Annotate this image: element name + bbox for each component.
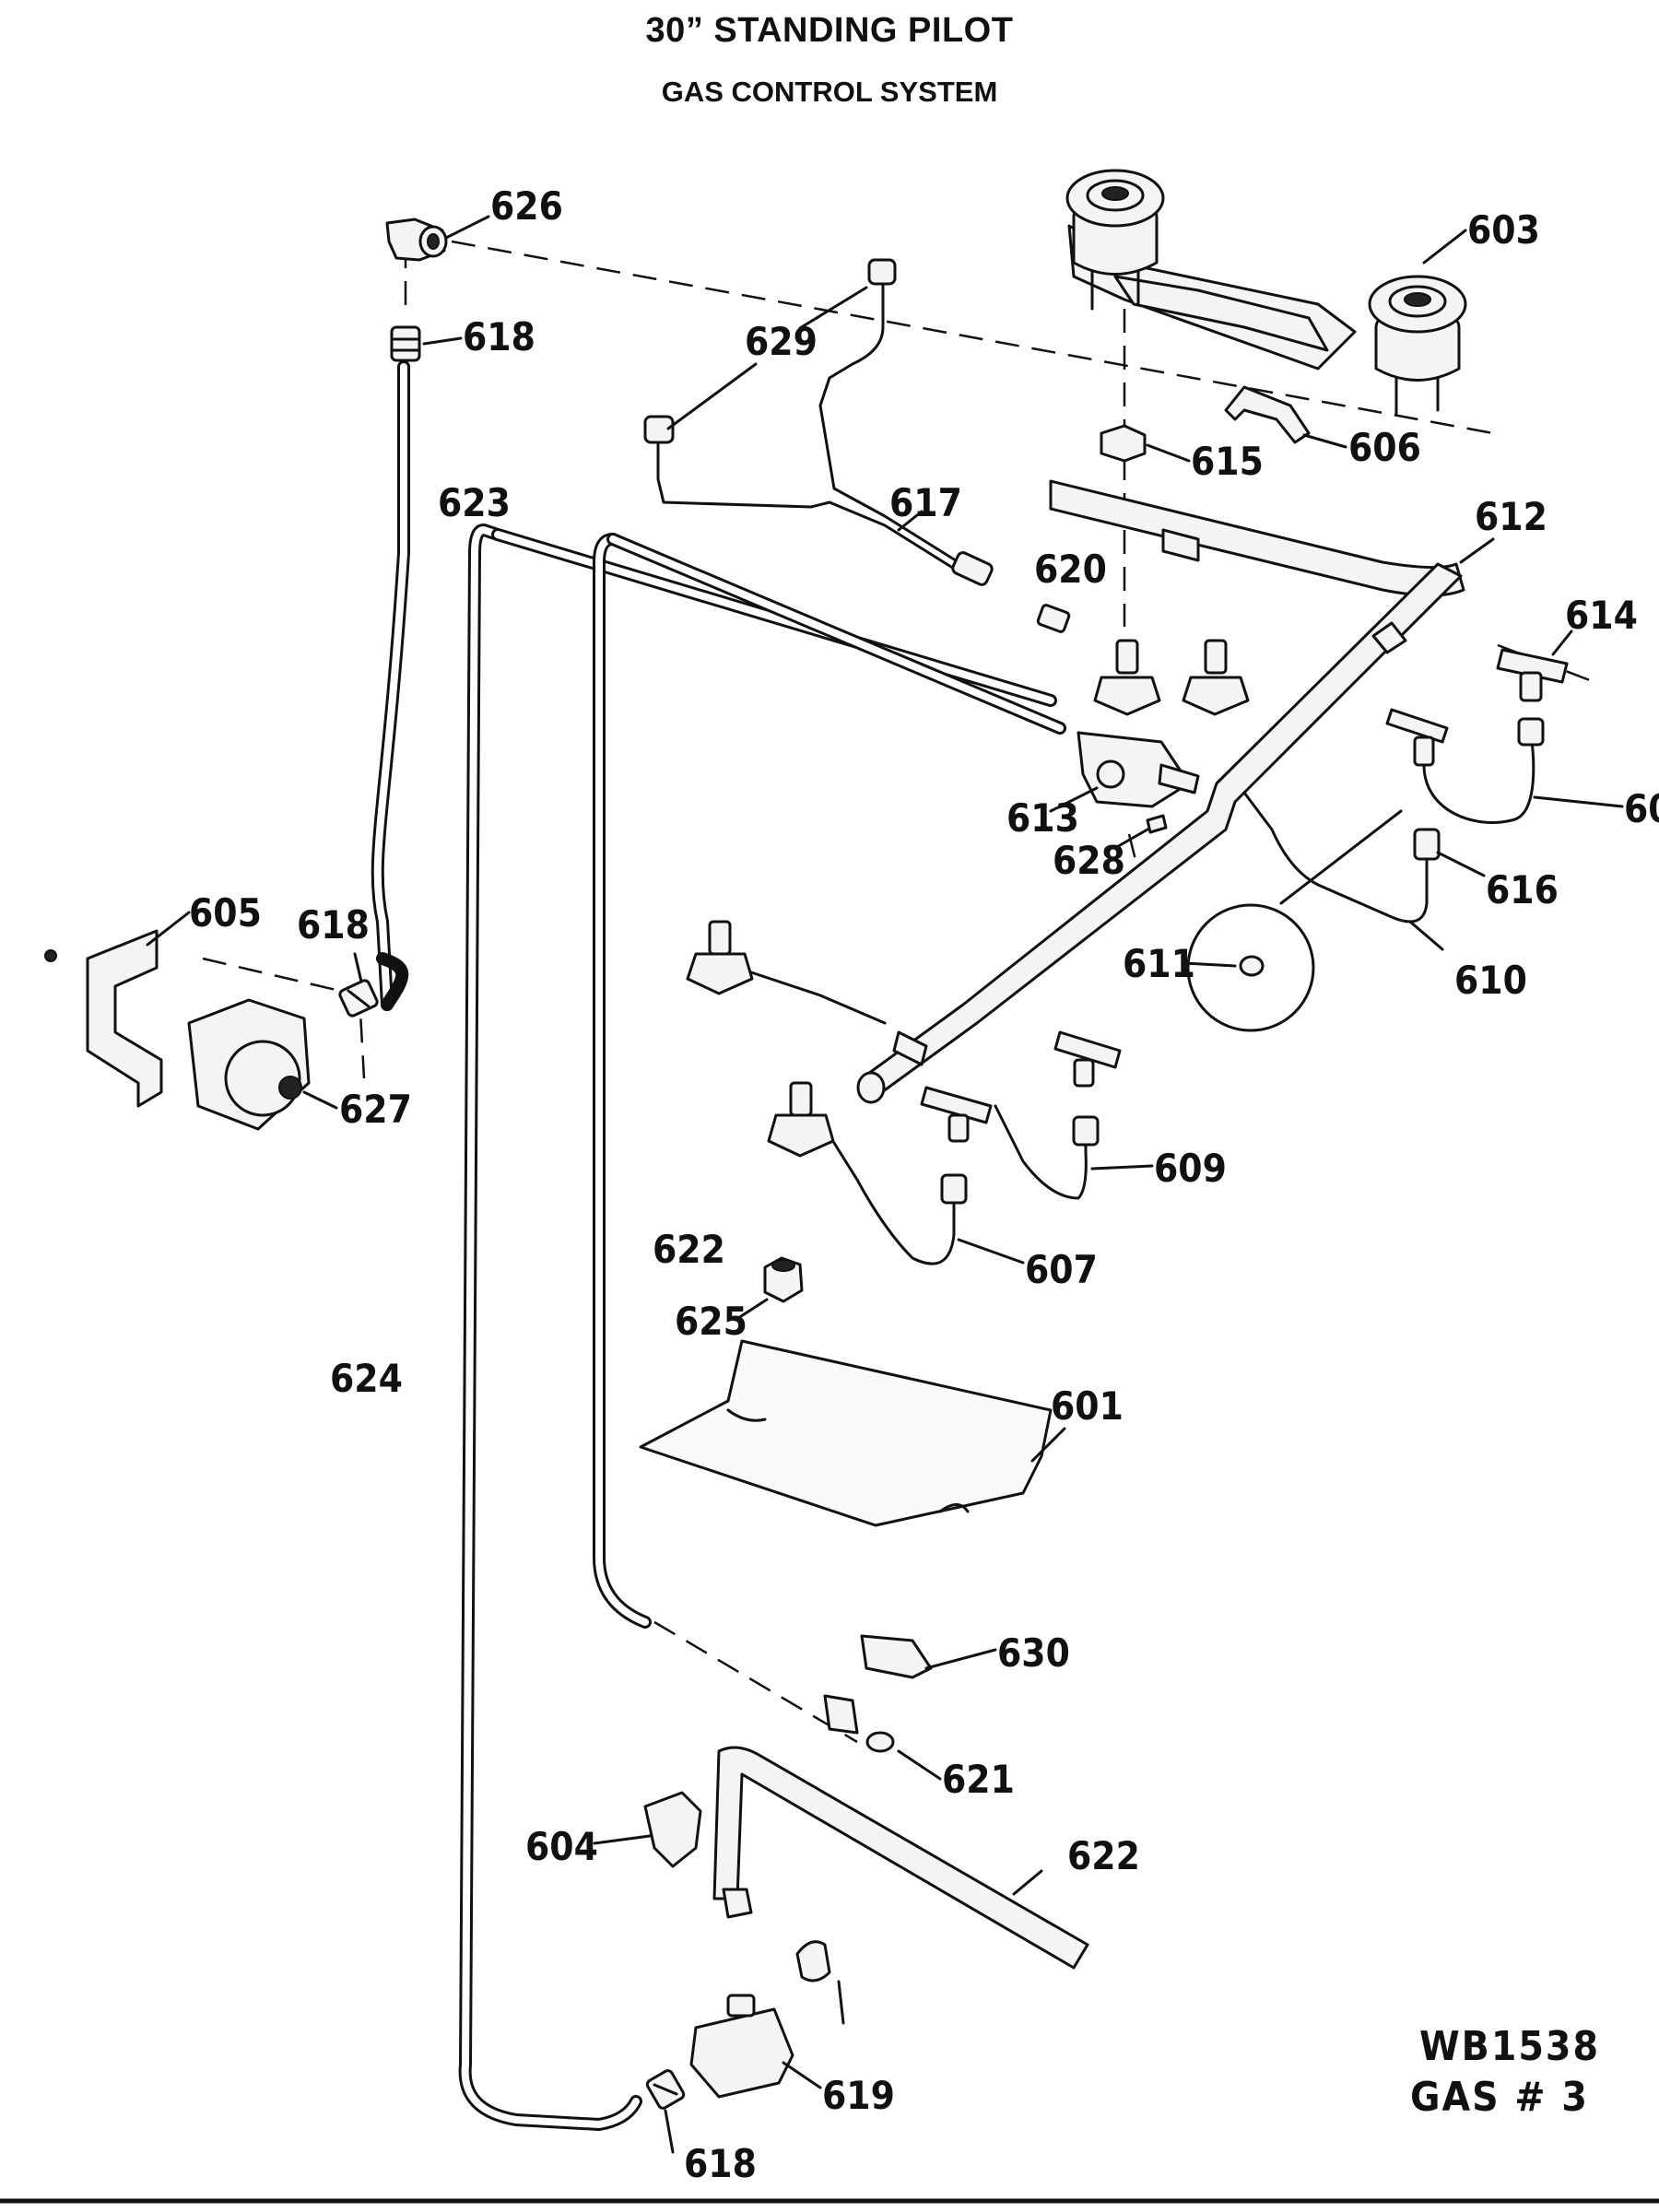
part-613-pilot-valve: [1077, 731, 1200, 808]
tubing-623: [371, 360, 410, 1011]
label-612: 612: [1475, 494, 1547, 539]
label-619: 619: [822, 2073, 895, 2118]
label-615: 615: [1191, 439, 1264, 484]
part-628-screw: [1146, 814, 1168, 834]
part-611-orifice-detail: [1186, 809, 1403, 1032]
part-607-tubing: [832, 1086, 993, 1265]
label-628: 628: [1053, 838, 1125, 883]
label-616: 616: [1486, 867, 1559, 912]
part-617-pilot-tubing: [656, 284, 994, 586]
label-624: 624: [330, 1356, 403, 1401]
label-622-upper: 622: [653, 1227, 725, 1272]
part-630-clip: [860, 1634, 933, 1679]
part-618-fitting-mid: [338, 979, 379, 1018]
tubing-624: [458, 524, 1057, 2131]
label-605: 605: [189, 890, 262, 935]
label-622-lower: 622: [1067, 1833, 1140, 1878]
label-618-mid: 618: [297, 902, 370, 947]
label-607: 607: [1025, 1247, 1098, 1292]
part-627-regulator: [187, 998, 311, 1131]
part-626-elbow: [385, 218, 448, 262]
part-valve-lower-left: [767, 1081, 835, 1158]
label-627: 627: [339, 1087, 412, 1132]
part-valve-upper-right: [1182, 639, 1250, 716]
part-number-labels: 626 618 629 603 606 615 617 623 612 620 …: [189, 183, 1659, 2186]
part-620-fitting: [1036, 604, 1071, 633]
diagram-subtitle: GAS CONTROL SYSTEM: [661, 76, 998, 108]
label-621: 621: [942, 1757, 1015, 1802]
label-625: 625: [675, 1299, 747, 1344]
part-604-clip: [643, 1791, 702, 1868]
label-629: 629: [745, 319, 818, 364]
section-code: GAS # 3: [1410, 2074, 1589, 2121]
label-623: 623: [438, 480, 511, 525]
label-603: 603: [1467, 207, 1540, 253]
part-621-connector: [823, 1694, 895, 1753]
label-606: 606: [1348, 425, 1421, 470]
label-604: 604: [525, 1824, 598, 1869]
part-622-lower-bracket: [712, 1746, 1089, 1970]
tubing-622-long: [593, 533, 1066, 1629]
label-610: 610: [1454, 958, 1527, 1003]
part-valve-left-mid: [686, 920, 887, 1025]
label-608: 608: [1624, 786, 1659, 831]
label-601: 601: [1051, 1383, 1124, 1429]
part-618-fitting-top: [390, 325, 421, 362]
part-605-bracket: [44, 929, 163, 1108]
part-603-burner-assembly: [1065, 169, 1467, 417]
part-619-thermostat-valve: [689, 1940, 845, 2099]
part-618-fitting-bottom: [645, 2069, 686, 2110]
part-614-orifice-fitting: [1496, 648, 1569, 702]
label-620: 620: [1034, 547, 1107, 592]
label-611: 611: [1123, 941, 1195, 986]
part-612-manifold: [856, 479, 1465, 1104]
part-valve-upper-left: [1093, 639, 1161, 716]
model-number: WB1538: [1419, 2023, 1600, 2070]
part-609-tubing: [994, 1030, 1122, 1200]
part-615-nut: [1100, 424, 1147, 463]
part-625-nut: [763, 1256, 804, 1303]
part-601-shield: [639, 1339, 1053, 1527]
label-617: 617: [889, 480, 962, 525]
part-610-tubing: [1242, 791, 1429, 924]
label-609: 609: [1154, 1146, 1227, 1191]
label-618-top: 618: [463, 314, 535, 359]
label-618-bottom: 618: [684, 2141, 757, 2186]
part-629-pilot-fittings: [643, 258, 897, 444]
label-613: 613: [1006, 795, 1079, 841]
label-630: 630: [997, 1630, 1070, 1676]
part-616-fitting: [1413, 828, 1441, 861]
part-606-bracket: [1224, 385, 1311, 444]
part-608-tubing: [1385, 708, 1545, 824]
diagram-title: 30” STANDING PILOT: [645, 11, 1014, 50]
label-626: 626: [490, 183, 563, 229]
label-614: 614: [1565, 593, 1638, 638]
